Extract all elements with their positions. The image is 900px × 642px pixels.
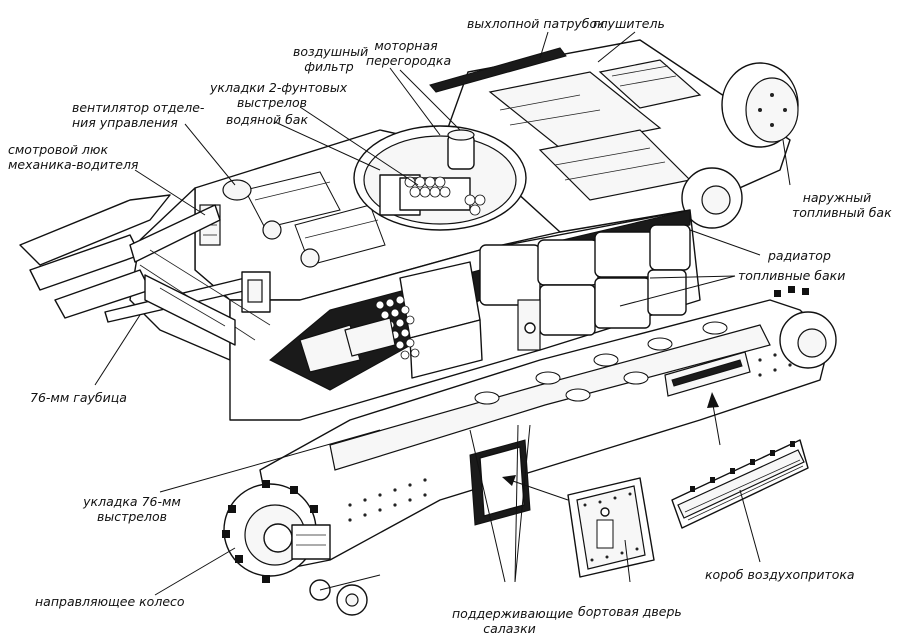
label-supporting-skids: поддерживающие салазки [452,606,574,636]
label-ammo-2pdr: укладки 2-фунтовых выстрелов [210,80,348,110]
exhaust-pipe-shape [429,47,567,93]
label-radiator: радиатор [768,248,831,263]
external-fuel-tank-shape [721,62,799,148]
label-fuel-tanks: топливные баки [738,268,846,283]
label-ammo-76mm: укладка 76-мм выстрелов [83,494,181,524]
label-idler-wheel: направляющее колесо [35,594,185,609]
label-hatch: смотровой люк механика-водителя [8,142,139,172]
fuel-tanks-shape [479,224,691,351]
label-engine-bulkhead: моторная перегородка [366,38,452,68]
rear-sprocket-shape [774,286,837,369]
ammo-76mm-shape [299,261,483,379]
side-door-shape [567,477,655,578]
label-water-tank: водяной бак [226,112,309,127]
label-exhaust-pipe: выхлопной патрубок [467,16,605,31]
rear-hub [681,167,743,229]
front-horns [19,194,271,346]
arrows [502,392,721,501]
leader-lines [94,31,791,596]
label-fan: вентилятор отделе- ния управления [72,100,205,130]
label-side-door: бортовая дверь [578,604,682,619]
label-air-filter: воздушный фильтр [293,44,369,74]
label-howitzer: 76-мм гаубица [30,390,127,405]
label-air-intake-box: короб воздухопритока [705,567,855,582]
air-intake-box-shape [671,439,809,529]
label-muffler: глушитель [593,16,665,31]
cutaway-opening [353,125,527,231]
label-external-fuel-tank: наружный топливный бак [792,190,892,220]
engine-deck [439,39,791,233]
idler-wheel-shape [222,480,331,583]
road-wheels [309,574,381,616]
